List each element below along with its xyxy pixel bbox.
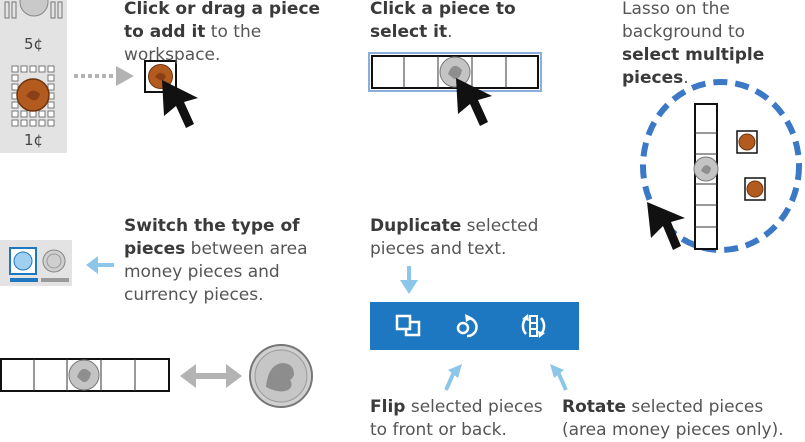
currency-nickel-coin <box>249 344 313 408</box>
flip-instruction: Flip selected pieces to front or back. <box>370 397 543 440</box>
duplicate-icon <box>395 314 421 337</box>
penny-piece <box>736 130 758 154</box>
penny-piece <box>744 177 766 201</box>
cursor-icon <box>456 78 492 126</box>
cursor-icon <box>162 80 198 128</box>
vertical-row-piece <box>693 103 719 250</box>
duplicate-instruction: Duplicate selected pieces and text. <box>370 216 539 259</box>
up-arrow-icon <box>444 364 462 391</box>
duplicate-button[interactable] <box>392 310 424 342</box>
currency-piece-toggle-icon <box>41 249 69 282</box>
selected-row-piece[interactable] <box>368 52 543 142</box>
edit-toolbar <box>370 302 579 350</box>
penny-tray-piece <box>16 78 50 112</box>
nickel-icon <box>439 56 471 88</box>
piece-tray[interactable]: 5¢ 1¢ <box>0 0 67 153</box>
double-arrow-icon <box>180 364 242 388</box>
flip-icon <box>456 314 478 338</box>
flip-button[interactable] <box>454 310 486 342</box>
nickel-tray-piece <box>4 0 63 19</box>
drag-arrow-icon <box>74 66 134 86</box>
tray-grid-icon <box>4 0 63 127</box>
cursor-icon <box>647 202 685 250</box>
rotate-button[interactable] <box>518 310 550 342</box>
lasso-selection-area[interactable] <box>637 56 805 256</box>
nickel-value-label: 5¢ <box>23 35 44 53</box>
rotate-icon <box>521 314 546 338</box>
add-piece-instruction: Click or drag a piece to add it to the w… <box>124 0 321 65</box>
lasso-instruction: Lasso on the background to select multip… <box>622 0 765 88</box>
up-arrow-icon <box>550 364 568 391</box>
switch-type-instruction: Switch the type of pieces between area m… <box>124 216 308 305</box>
area-money-row <box>0 358 170 392</box>
select-piece-instruction: Click a piece to select it. <box>370 0 516 42</box>
left-arrow-icon <box>86 256 114 274</box>
piece-type-switch[interactable] <box>0 240 72 290</box>
rotate-instruction: Rotate selected pieces (area money piece… <box>562 397 784 440</box>
down-arrow-icon <box>400 266 418 294</box>
area-piece-toggle-icon <box>9 247 38 282</box>
penny-value-label: 1¢ <box>23 131 44 149</box>
added-penny-piece[interactable] <box>142 58 202 138</box>
